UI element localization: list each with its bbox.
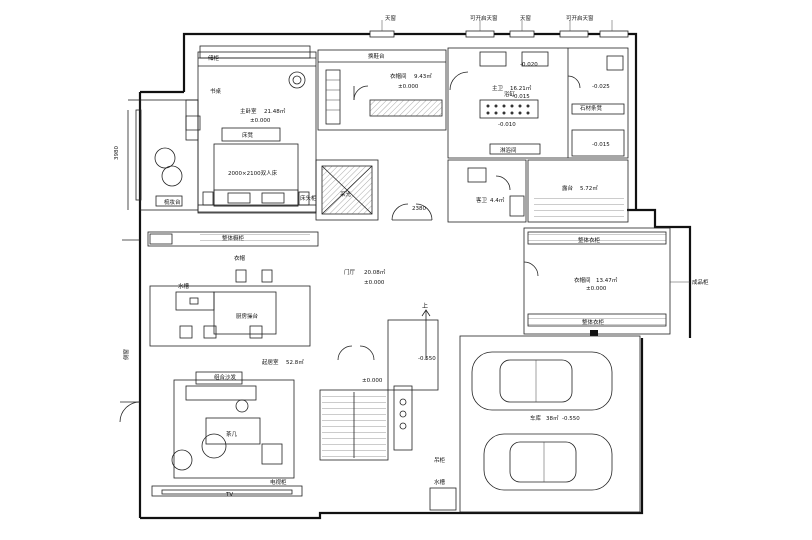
label-hall-area: 20.08㎡ <box>364 268 386 276</box>
kitchen-island <box>149 269 311 347</box>
outer-walls <box>122 32 692 520</box>
label-cab-a: 吊柜 <box>434 456 446 464</box>
cloakroom <box>317 49 447 131</box>
label-garage: 车库 <box>530 414 542 422</box>
car-bottom <box>483 433 613 491</box>
label-sofa: 组合沙发 <box>214 373 237 381</box>
label-dim-3980: 3980 <box>114 146 120 160</box>
label-level-020: -0.020 <box>520 62 538 68</box>
master-bedroom <box>185 45 317 214</box>
label-bath-area: 16.21㎡ <box>510 84 532 92</box>
left-door-swing <box>119 401 141 423</box>
window-label-2: 可开启天窗 <box>470 14 498 22</box>
label-shoes: 换鞋台 <box>368 52 385 60</box>
living-furniture <box>151 371 303 497</box>
window-label-3: 天窗 <box>520 14 532 22</box>
label-cabinet: 储柜 <box>208 54 220 62</box>
label-garage-area: 38㎡ <box>546 414 559 422</box>
label-dresser: 梳妆台 <box>164 198 181 206</box>
label-low-cab: 整体衣柜 <box>582 318 605 326</box>
label-skylight: 采光 <box>340 190 352 198</box>
label-tea: 茶几 <box>226 430 238 438</box>
master-bath <box>447 47 629 159</box>
label-entry-cab: 成品柜 <box>692 278 709 286</box>
label-living-area: 52.8㎡ <box>286 358 304 366</box>
label-up: 上 <box>422 302 428 310</box>
label-dim-2380: 2380 <box>412 206 426 212</box>
label-washroom-level: ±0.000 <box>398 84 419 90</box>
label-top-cab: 整体衣柜 <box>578 236 601 244</box>
window-label-4: 可开启天窗 <box>566 14 594 22</box>
balcony <box>527 159 629 223</box>
label-master-area: 21.48㎡ <box>264 107 286 115</box>
label-bedside: 床头柜 <box>300 194 317 202</box>
label-guest-bath-area: 4.4㎡ <box>490 196 505 204</box>
label-tv: 电视柜 <box>270 478 287 486</box>
label-desk: 书桌 <box>210 87 222 95</box>
label-bath-level2: -0.025 <box>592 84 610 90</box>
up-corridor <box>387 309 457 511</box>
label-level-000: ±0.000 <box>362 378 383 384</box>
label-tv-cabinet: 整体橱柜 <box>222 234 245 242</box>
label-hall: 门厅 <box>344 268 356 276</box>
label-bed: 2000×2100双人床 <box>228 169 278 177</box>
label-wardrobe: 衣帽 <box>234 254 246 262</box>
closet-two <box>523 227 671 336</box>
label-shower-level: -0.015 <box>592 142 610 148</box>
cabinet-row <box>147 231 319 247</box>
label-closet2-level: ±0.000 <box>586 286 607 292</box>
car-top <box>471 351 613 411</box>
label-hall-level: ±0.000 <box>364 280 385 286</box>
label-washroom: 衣帽间 <box>390 72 407 80</box>
label-closet2-area: 13.47㎡ <box>596 276 618 284</box>
bedroom-lounge <box>135 99 201 211</box>
tub-dots <box>486 104 530 115</box>
label-bath-tub: 浴缸 <box>504 90 516 98</box>
label-balcony: 露台 <box>562 184 574 192</box>
staircase <box>319 345 389 461</box>
label-bench: 床凳 <box>242 131 254 139</box>
label-shower: 淋浴间 <box>500 146 517 154</box>
label-bath-level: -0.015 <box>512 94 530 100</box>
window-label-1: 天窗 <box>385 14 397 22</box>
label-level-010: -0.010 <box>498 122 516 128</box>
entry-doors <box>391 203 433 221</box>
label-balcony-area: 5.72㎡ <box>580 184 598 192</box>
label-washroom-area: 9.43㎡ <box>414 72 432 80</box>
label-bath: 主卫 <box>492 84 504 92</box>
garage <box>459 335 641 513</box>
label-garage-level: -0.550 <box>562 416 580 422</box>
skylight-well <box>315 159 379 221</box>
label-closet2: 衣帽间 <box>574 276 591 284</box>
label-tvlbl: TV <box>225 492 233 498</box>
label-guest-bath: 客卫 <box>476 196 488 204</box>
label-side: 侧窗 <box>122 348 130 360</box>
label-master-level: ±0.000 <box>250 118 271 124</box>
label-cab-b: 水槽 <box>434 478 446 486</box>
top-windows <box>369 20 629 38</box>
label-level-550: -0.550 <box>418 356 436 362</box>
label-living: 起居室 <box>262 358 279 366</box>
label-stone: 石材条凳 <box>580 104 603 112</box>
label-master: 主卧室 <box>240 107 257 115</box>
label-kitchen: 厨房操台 <box>236 312 259 320</box>
guest-bath <box>447 159 527 223</box>
label-water: 水槽 <box>178 282 190 290</box>
